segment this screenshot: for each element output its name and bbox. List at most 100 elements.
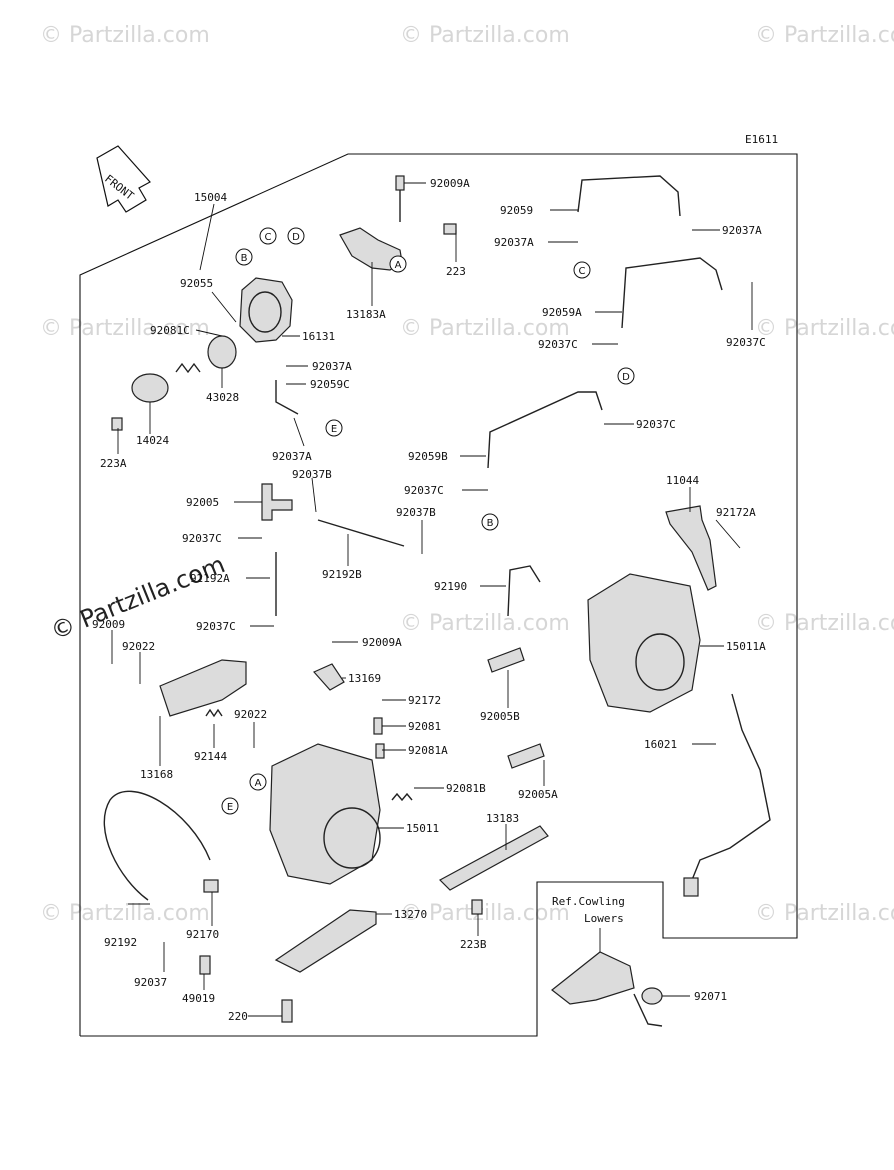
plate-13168	[159, 659, 247, 717]
callout-A	[249, 773, 267, 791]
part-label-92192A: 92192A	[190, 572, 230, 585]
watermark: © Partzilla.com	[400, 316, 570, 341]
cover-14024	[131, 373, 169, 403]
part-label-92037B: 92037B	[396, 506, 436, 519]
part-label-92005: 92005	[186, 496, 219, 509]
plate-13270	[274, 909, 377, 973]
bolt-220	[281, 999, 293, 1023]
callout-E	[221, 797, 239, 815]
carburetor-15011	[269, 743, 381, 885]
part-49019	[199, 955, 211, 975]
spring-92081C	[175, 362, 201, 374]
part-label-92037B: 92037B	[292, 468, 332, 481]
part-label-13183: 13183	[486, 812, 519, 825]
assembly-frame	[79, 153, 798, 1037]
watermark: © Partzilla.com	[400, 23, 570, 48]
part-label-92009A: 92009A	[430, 177, 470, 190]
part-label-223B: 223B	[460, 938, 487, 951]
part-label-92037C: 92037C	[182, 532, 222, 545]
part-label-92059: 92059	[500, 204, 533, 217]
callout-D	[287, 227, 305, 245]
hose-92059A	[621, 257, 723, 329]
part-label-92009: 92009	[92, 618, 125, 631]
ref-box-line1: Ref.Cowling	[552, 895, 625, 908]
clamp-92170	[203, 879, 219, 893]
part-label-11044: 11044	[666, 474, 699, 487]
callout-A	[389, 255, 407, 273]
part-label-13183A: 13183A	[346, 308, 386, 321]
part-label-92172: 92172	[408, 694, 441, 707]
bracket-13169	[313, 663, 345, 691]
part-label-92005A: 92005A	[518, 788, 558, 801]
diaphragm-43028	[207, 335, 237, 369]
part-label-43028: 43028	[206, 391, 239, 404]
watermark: © Partzilla.com	[40, 316, 210, 341]
bracket-11044	[665, 505, 717, 591]
spring-92081A	[375, 743, 385, 759]
part-label-92172A: 92172A	[716, 506, 756, 519]
part-label-13169: 13169	[348, 672, 381, 685]
part-label-15004: 15004	[194, 191, 227, 204]
part-label-92192: 92192	[104, 936, 137, 949]
watermark: © Partzilla.com	[755, 611, 894, 636]
part-label-92037C: 92037C	[636, 418, 676, 431]
part-label-92022: 92022	[234, 708, 267, 721]
hose-92059C	[275, 380, 299, 415]
screw-223	[443, 223, 457, 235]
part-label-92055: 92055	[180, 277, 213, 290]
spring-92081	[373, 717, 383, 735]
part-label-92059A: 92059A	[542, 306, 582, 319]
diagram-code: E1611	[745, 133, 778, 146]
part-label-92059C: 92059C	[310, 378, 350, 391]
part-label-16021: 16021	[644, 738, 677, 751]
watermark: © Partzilla.com	[755, 316, 894, 341]
watermark: © Partzilla.com	[755, 901, 894, 926]
callout-letter: E	[227, 802, 233, 813]
part-label-92081A: 92081A	[408, 744, 448, 757]
callout-E	[325, 419, 343, 437]
cable-16021	[691, 693, 771, 881]
callout-letter: D	[292, 232, 300, 243]
screw-223B	[471, 899, 483, 915]
callout-letter: B	[487, 518, 494, 529]
bolt-92009A	[395, 175, 405, 191]
part-label-16131: 16131	[302, 330, 335, 343]
part-label-92037C: 92037C	[726, 336, 766, 349]
callout-letter: C	[265, 232, 272, 243]
part-label-15011: 15011	[406, 822, 439, 835]
callout-circles: B C D A E C D B A E	[221, 227, 635, 815]
callout-letter: A	[395, 260, 402, 271]
front-arrow: FRONT	[96, 145, 151, 213]
callout-B	[481, 513, 499, 531]
part-label-92192B: 92192B	[322, 568, 362, 581]
watermark: © Partzilla.com	[400, 901, 570, 926]
part-label-92190: 92190	[434, 580, 467, 593]
cowling-rod	[633, 993, 663, 1027]
hose-92192	[103, 790, 211, 901]
watermark: © Partzilla.com	[40, 901, 210, 926]
part-label-92071: 92071	[694, 990, 727, 1003]
cable-end-16021	[683, 877, 699, 897]
leader-lines	[111, 182, 753, 1017]
spring-92144	[205, 708, 223, 718]
hose-92059	[577, 175, 681, 217]
callout-C	[259, 227, 277, 245]
part-label-13270: 13270	[394, 908, 427, 921]
part-label-92144: 92144	[194, 750, 227, 763]
part-label-223A: 223A	[100, 457, 127, 470]
part-label-92009A: 92009A	[362, 636, 402, 649]
callout-letter: A	[255, 778, 262, 789]
hose-92190	[507, 565, 541, 617]
grommet-92071	[641, 987, 663, 1005]
part-label-92037C: 92037C	[404, 484, 444, 497]
callout-letter: E	[331, 424, 337, 435]
cowling-bracket	[551, 951, 635, 1005]
callout-letter: D	[622, 372, 630, 383]
part-label-92059B: 92059B	[408, 450, 448, 463]
part-label-15011A: 15011A	[726, 640, 766, 653]
screw-223A	[111, 417, 123, 431]
connector-92005A	[507, 743, 545, 769]
ref-box-line2: Lowers	[584, 912, 624, 925]
part-label-92022: 92022	[122, 640, 155, 653]
